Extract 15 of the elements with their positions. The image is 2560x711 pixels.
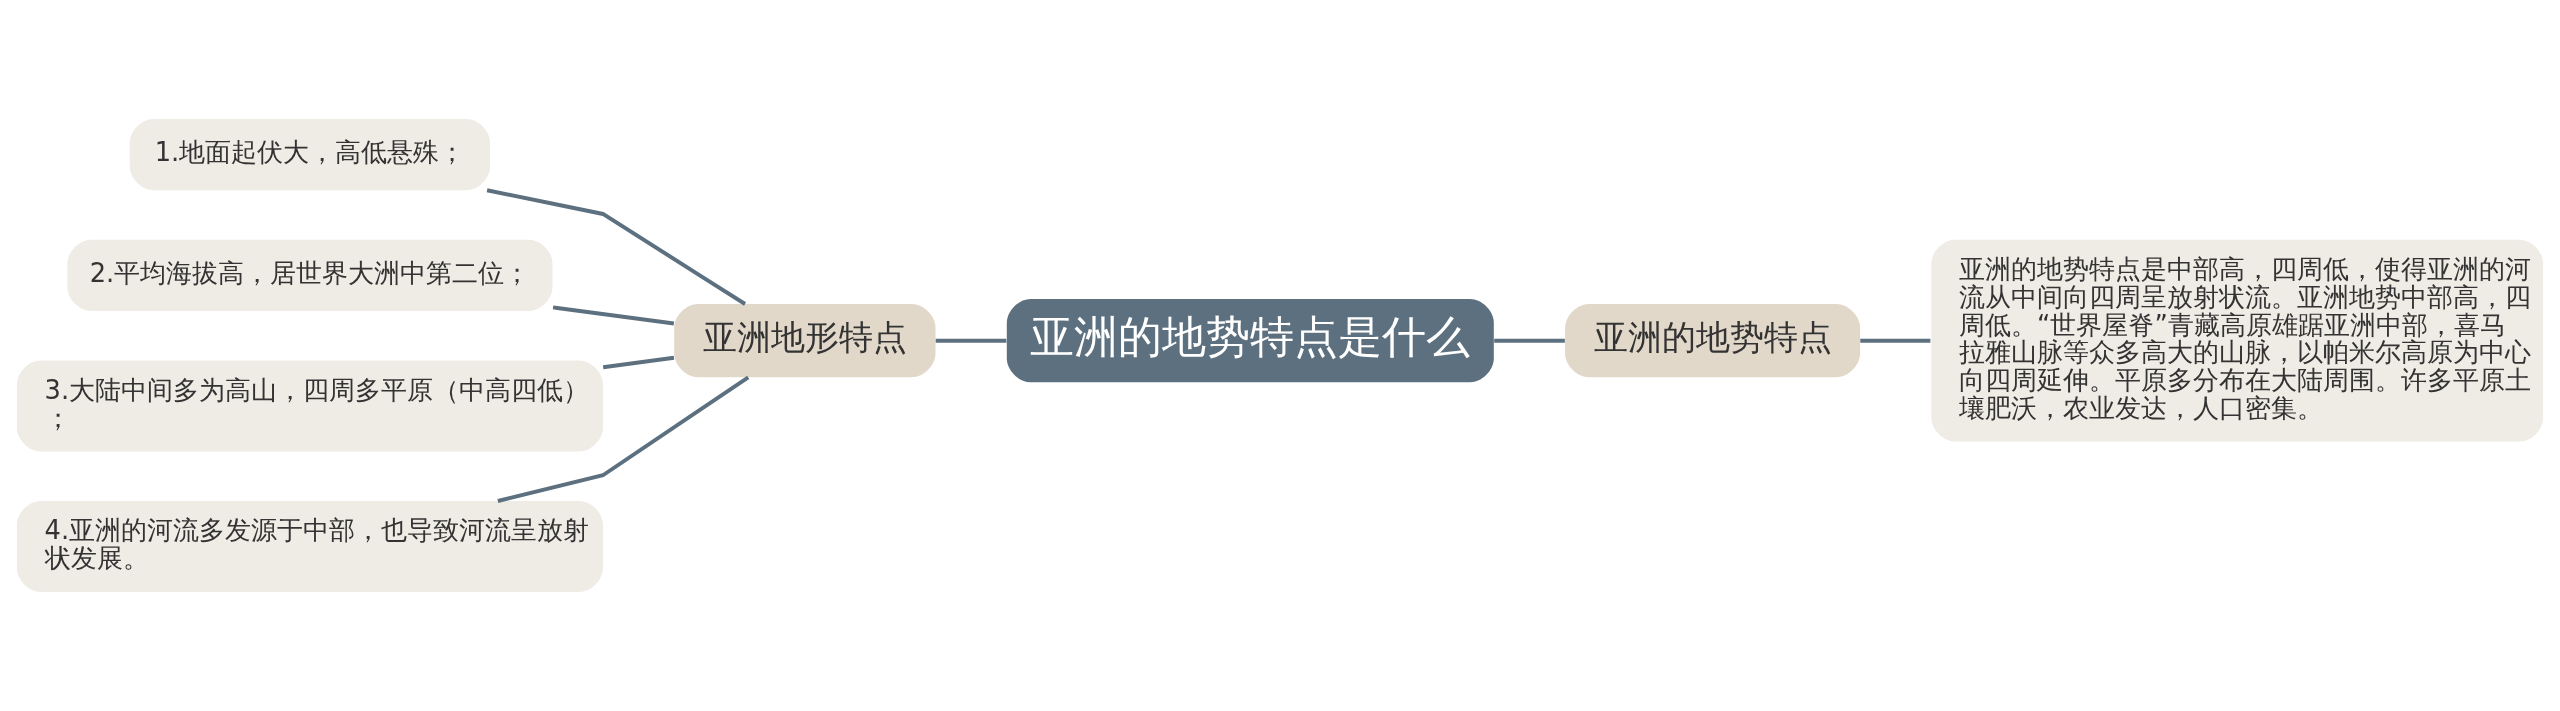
connector [486, 188, 747, 306]
node-box: 亚洲的地势特点 [1565, 304, 1861, 378]
connector [1494, 338, 1565, 343]
connector [602, 355, 675, 370]
node-box: 亚洲的地势特点是什么 [1006, 299, 1494, 383]
node-box: 亚洲的地势特点是中部高，四周低，使得亚洲的河流从中间向四周呈放射状流。亚洲地势中部高，四周低。“世界屋脊”青藏高原雄踞亚洲中部，喜马拉雅山脉等众多高大的山脉，以帕米尔高原为中心向四周延伸。平原多分布在大陆周围。许多平原土壤肥沃，农业发达，人口密集。 [1931, 239, 2544, 442]
node-box: 1.地面起伏大，高低悬殊； [129, 118, 491, 191]
node-box: 3.大陆中间多为高山，四周多平原（中高四低）； [16, 360, 603, 452]
node-box: 亚洲地形特点 [674, 304, 936, 378]
node-box: 4.亚洲的河流多发源于中部，也导致河流呈放射状发展。 [16, 501, 603, 593]
connector [497, 375, 750, 503]
connector [1860, 338, 1931, 343]
connector [935, 338, 1007, 343]
connector [552, 305, 675, 326]
node-box: 2.平均海拔高，居世界大洲中第二位； [67, 239, 553, 311]
